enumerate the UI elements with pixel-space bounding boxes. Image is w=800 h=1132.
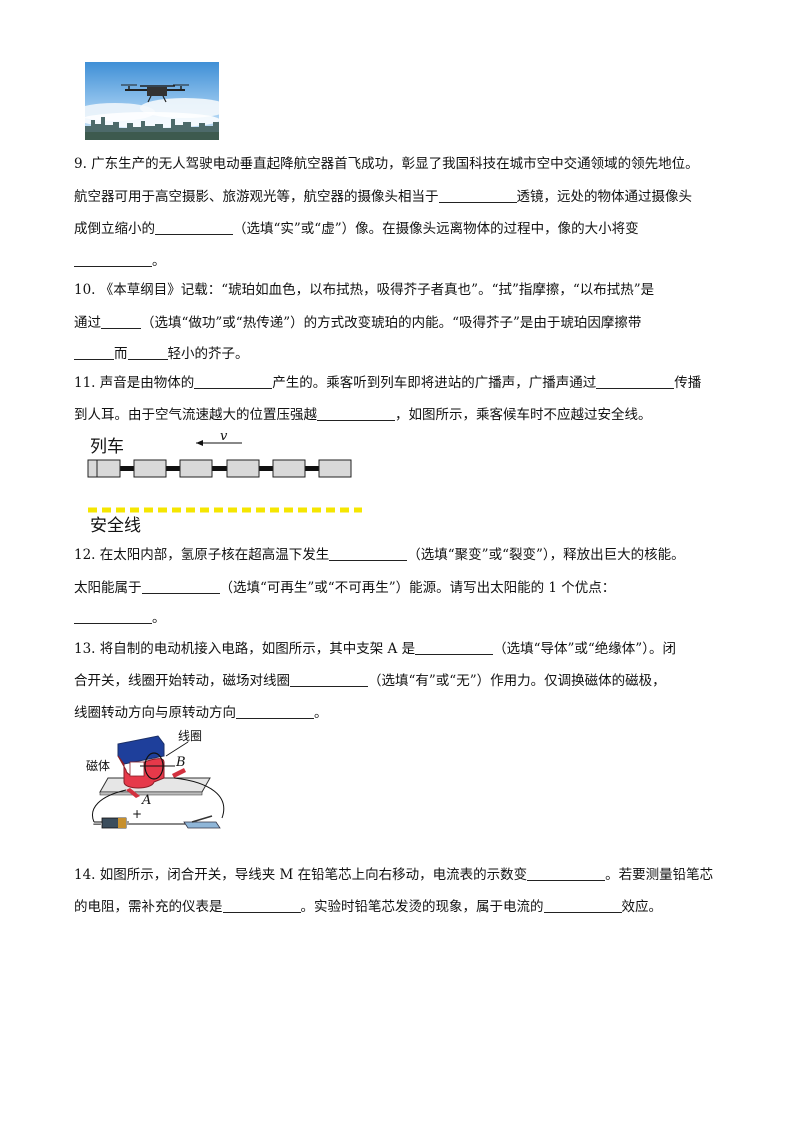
q10-blank-attract[interactable] bbox=[127, 345, 168, 360]
label-minus: − bbox=[92, 817, 102, 831]
q13-blank-direction[interactable] bbox=[236, 704, 314, 719]
q13-line1: 13. 将自制的电动机接入电路，如图所示，其中支架 A 是（选填“导体”或“绝缘… bbox=[74, 640, 676, 657]
q10-line2: 通过（选填“做功”或“热传递”）的方式改变琥珀的内能。“吸得芥子”是由于琥珀因摩… bbox=[74, 314, 642, 331]
drone-icon bbox=[121, 84, 189, 103]
q12-line1: 12. 在太阳内部，氢原子核在超高温下发生（选填“聚变”或“裂变”），释放出巨大… bbox=[74, 546, 685, 563]
q9-line3: 成倒立缩小的（选填“实”或“虚”）像。在摄像头远离物体的过程中，像的大小将变 bbox=[74, 220, 639, 237]
motor-figure: 磁体 线圈 B A − + bbox=[86, 729, 225, 831]
label-plus: + bbox=[132, 807, 142, 821]
q14-line1: 14. 如图所示，闭合开关，导线夹 M 在铅笔芯上向右移动，电流表的示数变。若要… bbox=[74, 866, 714, 883]
battery bbox=[101, 817, 129, 829]
q11-line2: 到人耳。由于空气流速越大的位置压强越，如图所示，乘客候车时不应越过安全线。 bbox=[74, 406, 652, 423]
train-figure: 列车 v 安全线 bbox=[87, 429, 362, 536]
q10-line3: 而轻小的芥子。 bbox=[74, 344, 249, 364]
q11-blank-vibration[interactable] bbox=[194, 374, 273, 389]
q9-blank-lens[interactable] bbox=[438, 188, 517, 203]
velocity-arrow bbox=[196, 440, 242, 446]
q13-blank-force[interactable] bbox=[290, 672, 368, 687]
q11-blank-pressure[interactable] bbox=[317, 406, 395, 421]
magnet bbox=[117, 735, 165, 789]
label-b: B bbox=[175, 755, 186, 770]
q10-line1: 10. 《本草纲目》记载：“琥珀如血色，以布拭热，吸得芥子者真也”。“拭”指摩擦… bbox=[74, 282, 655, 298]
drone-photo bbox=[85, 62, 219, 140]
clips bbox=[126, 768, 186, 798]
q9-blank-image-type[interactable] bbox=[155, 220, 233, 235]
velocity-label: v bbox=[220, 429, 228, 444]
q12-blank-renewable[interactable] bbox=[141, 579, 220, 594]
q11-line1: 11. 声音是由物体的产生的。乘客听到列车即将进站的广播声，广播声通过传播 bbox=[74, 374, 702, 391]
wires bbox=[92, 777, 225, 823]
q12-line3: 。 bbox=[74, 608, 166, 628]
q10-blank-charge[interactable] bbox=[74, 345, 114, 360]
q14-blank-instrument[interactable] bbox=[222, 898, 301, 913]
q9-line4: 。 bbox=[74, 251, 166, 271]
train-track bbox=[88, 466, 350, 471]
q13-blank-conductor[interactable] bbox=[415, 640, 494, 655]
q11-blank-medium[interactable] bbox=[596, 374, 675, 389]
label-a: A bbox=[141, 793, 151, 808]
q13-line3: 线圈转动方向与原转动方向。 bbox=[74, 704, 328, 721]
q9-blank-image-size[interactable] bbox=[74, 252, 152, 267]
q14-blank-effect[interactable] bbox=[543, 898, 622, 913]
magnet-label: 磁体 bbox=[86, 758, 110, 773]
train-cars bbox=[87, 459, 352, 478]
safety-label: 安全线 bbox=[90, 516, 141, 536]
switch bbox=[183, 815, 221, 829]
q14-blank-reading[interactable] bbox=[527, 866, 606, 881]
q12-line2: 太阳能属于（选填“可再生”或“不可再生”）能源。请写出太阳能的 1 个优点： bbox=[74, 579, 616, 596]
q9-line1: 9. 广东生产的无人驾驶电动垂直起降航空器首飞成功，彰显了我国科技在城市空中交通… bbox=[74, 156, 699, 172]
q12-blank-fusion[interactable] bbox=[329, 546, 408, 561]
coil-label: 线圈 bbox=[178, 729, 202, 743]
q12-blank-advantage[interactable] bbox=[74, 609, 152, 624]
q13-line2: 合开关，线圈开始转动，磁场对线圈（选填“有”或“无”）作用力。仅调换磁体的磁极， bbox=[74, 672, 666, 689]
train-label: 列车 bbox=[90, 437, 124, 457]
q14-line2: 的电阻，需补充的仪表是。实验时铅笔芯发烫的现象，属于电流的效应。 bbox=[74, 898, 662, 915]
q9-line2: 航空器可用于高空摄影、旅游观光等，航空器的摄像头相当于透镜，远处的物体通过摄像头 bbox=[74, 188, 692, 205]
coil bbox=[140, 752, 175, 780]
q10-blank-method[interactable] bbox=[101, 314, 141, 329]
